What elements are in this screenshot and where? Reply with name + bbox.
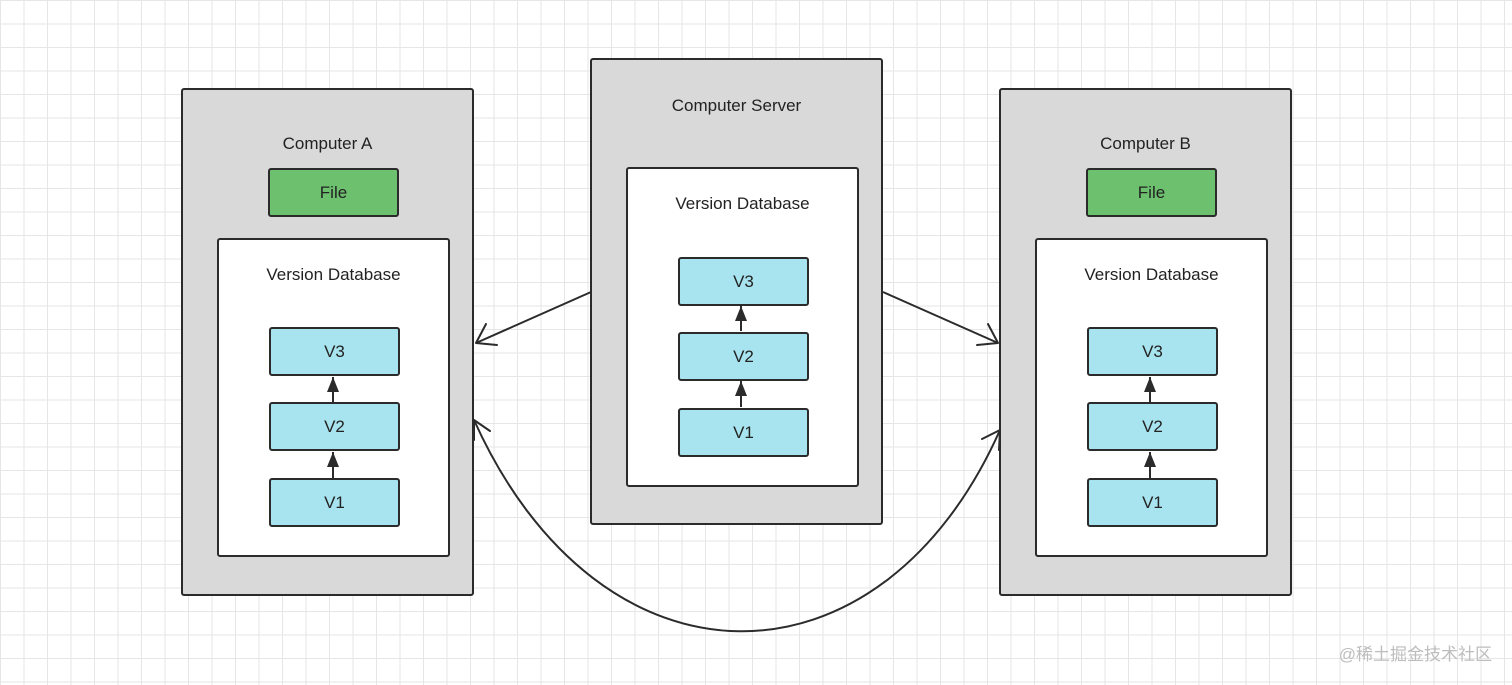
computer-b-version-database: Version Database V3 V2 V1 <box>1035 238 1268 557</box>
computer-a-title: Computer A <box>282 134 373 153</box>
watermark: @稀土掘金技术社区 <box>1338 645 1492 664</box>
computer-server-version-v3: V3 <box>678 257 809 306</box>
computer-b-version-v2: V2 <box>1087 402 1218 451</box>
computer-b-arrowhead-v3 <box>1144 377 1156 392</box>
server-to-computer-b-arrowhead <box>976 323 999 346</box>
computer-b-arrowhead-v2 <box>1144 452 1156 467</box>
computer-b-version-v1: V1 <box>1087 478 1218 527</box>
computer-a-arrowhead-v3 <box>327 377 339 392</box>
computer-server-version-database: Version Database V3 V2 V1 <box>626 167 859 487</box>
server-arrowhead-v3 <box>735 306 747 321</box>
computer-server-database-title: Version Database <box>675 194 810 213</box>
curve-arrowhead-b <box>981 429 1001 451</box>
computer-a-version-v2: V2 <box>269 402 400 451</box>
computer-a-file: File <box>268 168 399 217</box>
computer-server-title: Computer Server <box>671 96 802 115</box>
server-arrowhead-v2 <box>735 381 747 396</box>
computer-server: Computer Server Version Database V3 V2 V… <box>590 58 883 525</box>
computer-b-version-v3: V3 <box>1087 327 1218 376</box>
computer-a-database-title: Version Database <box>266 265 401 284</box>
computer-a-arrowhead-v2 <box>327 452 339 467</box>
computer-a-computer-b-curve <box>473 419 1001 633</box>
computer-a-version-v1: V1 <box>269 478 400 527</box>
server-to-computer-a-arrowhead <box>475 323 498 346</box>
computer-a-version-v3: V3 <box>269 327 400 376</box>
computer-b-database-title: Version Database <box>1084 265 1219 284</box>
computer-server-version-v1: V1 <box>678 408 809 457</box>
computer-b-file: File <box>1086 168 1217 217</box>
curve-arrowhead-a <box>473 419 491 441</box>
computer-b: Computer B File Version Database V3 V2 V… <box>999 88 1292 596</box>
computer-server-version-v2: V2 <box>678 332 809 381</box>
computer-b-title: Computer B <box>1100 134 1191 153</box>
server-to-computer-b-arrow <box>882 291 999 344</box>
server-to-computer-a-arrow <box>475 291 592 344</box>
